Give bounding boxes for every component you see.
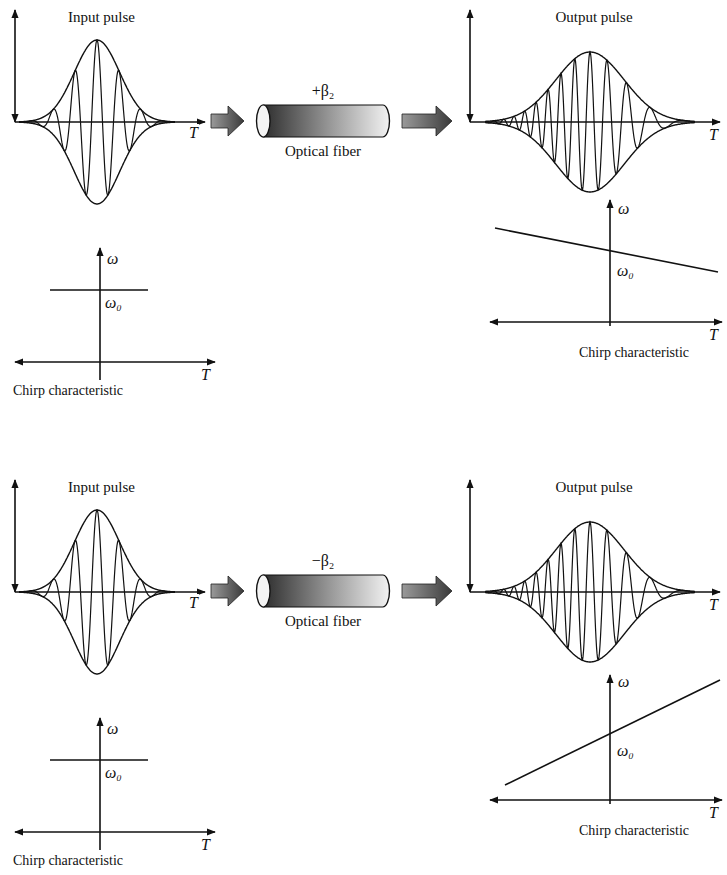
pulse-envelope [19, 592, 175, 674]
pulse-envelope [485, 522, 695, 591]
time-axis [470, 591, 720, 593]
pulse-envelope [485, 593, 695, 662]
optical-fiber: +β₂ Optical fiber [252, 82, 394, 160]
block-arrow [402, 576, 452, 606]
axis-label: T [188, 124, 199, 142]
plot-caption: Chirp characteristic [578, 344, 690, 362]
pulse-envelope [485, 52, 695, 121]
pulse-envelope [19, 122, 175, 204]
amplitude-axis [14, 10, 16, 122]
time-axis [15, 121, 205, 123]
axis-label: T [708, 596, 719, 614]
axis-label: ω [106, 250, 119, 268]
fiber-body [263, 105, 389, 137]
time-axis [15, 591, 205, 593]
frequency-axis [99, 718, 101, 850]
pulse-envelope [19, 40, 175, 122]
pulse-carrier [19, 510, 175, 665]
fiber-body [263, 575, 389, 607]
axis-label: T [708, 326, 719, 344]
chirp-line [50, 289, 148, 291]
fiber-cylinder-drawing [252, 102, 394, 140]
frequency-axis [99, 248, 101, 380]
fiber-label: Optical fiber [252, 612, 394, 630]
amplitude-axis [469, 480, 471, 592]
pulse-panel: Input pulse [0, 8, 203, 236]
axis-label: ω₀ [616, 742, 635, 760]
time-axis [470, 121, 720, 123]
pulse-carrier [485, 522, 695, 660]
time-axis [490, 799, 722, 801]
block-arrow [211, 576, 244, 606]
amplitude-axis [14, 480, 16, 592]
pulse-panel: Input pulse [0, 478, 203, 706]
frequency-axis [609, 675, 611, 804]
block-arrow [211, 106, 244, 136]
fiber-end [257, 105, 271, 137]
pulse-panel: Output pulse [460, 8, 727, 236]
pulse-title: Input pulse [0, 8, 203, 26]
axis-label: T [200, 366, 211, 384]
fiber-label: Optical fiber [252, 142, 394, 160]
axis-label: ω [106, 720, 119, 738]
fiber-cylinder-drawing [252, 572, 394, 610]
plot-caption: Chirp characteristic [12, 382, 124, 400]
time-axis [15, 361, 215, 363]
plot-caption: Chirp characteristic [12, 852, 124, 870]
pulse-carrier [19, 40, 175, 195]
axis-label: T [708, 126, 719, 144]
dispersion-label: +β₂ [252, 82, 394, 100]
axis-label: ω₀ [104, 294, 123, 312]
optical-fiber: −β₂ Optical fiber [252, 552, 394, 630]
block-arrow [402, 106, 452, 136]
pulse-title: Input pulse [0, 478, 203, 496]
axis-label: T [188, 594, 199, 612]
fiber-cylinder [252, 572, 394, 610]
fiber-end [257, 575, 271, 607]
axis-label: ω [617, 200, 630, 218]
amplitude-axis [469, 10, 471, 122]
pulse-title: Output pulse [460, 8, 727, 26]
chirp-line [50, 759, 148, 761]
axis-label: T [708, 804, 719, 822]
plot-caption: Chirp characteristic [578, 822, 690, 840]
chirp-line [495, 228, 718, 272]
time-axis [15, 831, 215, 833]
pulse-envelope [19, 510, 175, 592]
time-axis [490, 321, 722, 323]
pulse-carrier [485, 52, 695, 190]
frequency-axis [609, 200, 611, 326]
axis-label: ω₀ [104, 764, 123, 782]
axis-label: T [200, 836, 211, 854]
dispersion-label: −β₂ [252, 552, 394, 570]
chirp-line [505, 680, 720, 785]
fiber-cylinder [252, 102, 394, 140]
pulse-title: Output pulse [460, 478, 727, 496]
axis-label: ω₀ [616, 262, 635, 280]
pulse-envelope [485, 123, 695, 192]
pulse-panel: Output pulse [460, 478, 727, 706]
axis-label: ω [617, 673, 630, 691]
